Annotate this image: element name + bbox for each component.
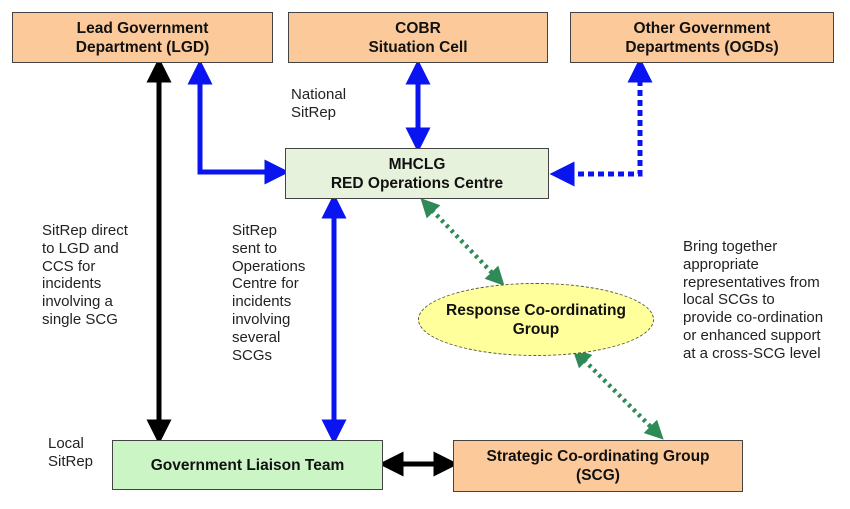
- note-line: involving a: [42, 293, 113, 311]
- note-line: to LGD and: [42, 239, 119, 257]
- note-line: provide co-ordination: [683, 309, 824, 327]
- note-line: SitRep: [291, 103, 337, 121]
- note-line: sent to: [232, 239, 278, 257]
- arrow-rcg-scg: [572, 348, 664, 440]
- scg-box-line-2: (SCG): [576, 467, 620, 484]
- sitrep-direct-note: SitRep direct to LGD and CCS for inciden…: [42, 222, 128, 329]
- note-line: single SCG: [42, 310, 118, 328]
- note-line: or enhanced support: [683, 326, 821, 344]
- scg-box: Strategic Co-ordinating Group (SCG): [453, 440, 743, 492]
- rcg-line-1: Response Co-ordinating: [446, 301, 626, 319]
- glt-box-line-1: Government Liaison Team: [150, 456, 345, 474]
- note-line: SCGs: [232, 346, 273, 364]
- national-sitrep-note: National SitRep: [291, 86, 346, 122]
- note-line: CCS for: [42, 257, 96, 275]
- note-line: Operations: [232, 257, 306, 275]
- local-sitrep-note: Local SitRep: [48, 435, 93, 471]
- mhclg-box-line-1: MHCLG: [388, 155, 446, 173]
- cobr-box-line-1: COBR: [395, 19, 441, 37]
- sitrep-sent-note: SitRep sent to Operations Centre for inc…: [232, 222, 305, 364]
- note-line: SitRep: [232, 222, 278, 239]
- glt-box: Government Liaison Team: [112, 440, 383, 490]
- cobr-box-line-2: Situation Cell: [368, 38, 468, 56]
- note-line: National: [291, 86, 347, 103]
- ogd-box: Other Government Departments (OGDs): [570, 12, 834, 63]
- note-line: local SCGs to: [683, 291, 775, 309]
- mhclg-box: MHCLG RED Operations Centre: [285, 148, 549, 199]
- scg-box-line-1: Strategic Co-ordinating Group: [486, 448, 710, 465]
- note-line: at a cross-SCG level: [683, 344, 821, 362]
- lgd-box-line-2: Department (LGD): [75, 38, 210, 56]
- note-line: SitRep direct: [42, 222, 128, 239]
- note-line: representatives from: [683, 273, 820, 291]
- rcg-ellipse: Response Co-ordinating Group: [418, 283, 654, 356]
- bring-together-note: Bring together appropriate representativ…: [683, 238, 823, 363]
- note-line: involving: [232, 310, 291, 328]
- note-line: SitRep: [48, 452, 94, 470]
- note-line: appropriate: [683, 255, 759, 273]
- arrow-mhclg-rcg: [420, 198, 505, 286]
- note-line: Bring together: [683, 238, 778, 255]
- cobr-box: COBR Situation Cell: [288, 12, 548, 63]
- note-line: several: [232, 328, 281, 346]
- note-line: Centre for: [232, 275, 299, 293]
- ogd-box-line-2: Departments (OGDs): [625, 38, 779, 56]
- note-line: incidents: [232, 293, 292, 311]
- rcg-line-2: Group: [512, 320, 560, 338]
- arrow-lgd-mhclg: [187, 59, 290, 185]
- lgd-box: Lead Government Department (LGD): [12, 12, 273, 63]
- note-line: incidents: [42, 275, 102, 293]
- ogd-box-line-1: Other Government: [633, 19, 771, 37]
- lgd-box-line-1: Lead Government: [76, 19, 209, 37]
- mhclg-box-line-2: RED Operations Centre: [330, 174, 504, 192]
- note-line: Local: [48, 435, 84, 452]
- arrow-ogd-mhclg: [549, 57, 653, 187]
